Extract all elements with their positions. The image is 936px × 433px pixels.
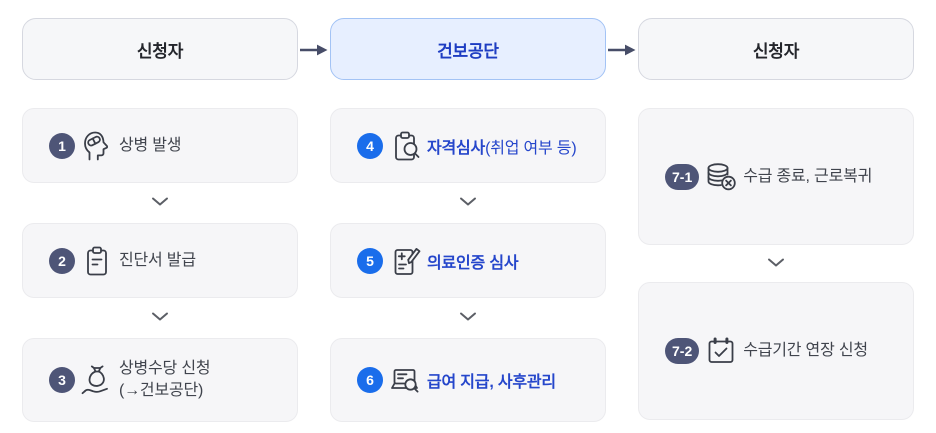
step-badge: 2 [49,247,75,274]
step-badge: 7-2 [665,338,700,364]
step-badge: 6 [357,367,383,393]
step-card-4: 4 자격심사(취업 여부 등) [330,108,606,183]
step-label: 진단서 발급 [119,251,196,269]
benefit-apply-icon [75,362,119,398]
head-pill-icon [75,129,119,163]
step-card-3: 3 상병수당 신청 (→건보공단) [22,338,298,422]
step-card-7-1: 7-1 수급 종료, 근로복귀 [638,108,914,245]
header-box-applicant: 신청자 [22,18,298,80]
step-badge: 7-1 [665,163,700,190]
header-box-applicant: 신청자 [638,18,914,80]
header-label: 신청자 [136,41,184,61]
step-card-6: 6 급여 지급, 사후관리 [330,338,606,422]
step-card-7-2: 7-2 수급기간 연장 신청 [638,282,914,420]
spacer [22,80,298,108]
step-label-line2: (→건보공단) [119,382,204,399]
calendar-check-icon [699,334,743,368]
medical-cert-icon [383,244,427,278]
flow-column-applicant-2: 신청자 7-1 수급 종료, 근로복귀 7-2 [638,18,914,420]
step-card-5: 5 의료인증 심사 [330,223,606,298]
chevron-down-icon [151,194,169,212]
flow-column-nhis: 건보공단 4 자격심사(취업 여부 등) 5 [330,18,606,422]
step-label: 의료인증 심사 [427,254,519,272]
flow-arrow-icon [299,43,328,62]
coins-end-icon [699,160,743,194]
chevron-down-icon [459,194,477,212]
chevron-down-icon [459,309,477,327]
chevron-down-icon [767,255,785,273]
step-badge: 3 [49,367,75,393]
step-badge: 5 [357,247,383,274]
spacer [330,80,606,108]
step-label-note: (취업 여부 등) [485,139,577,157]
step-label-bold: 자격심사 [427,139,486,157]
chevron-down-icon [151,309,169,327]
header-label: 건보공단 [437,41,499,61]
header-label: 신청자 [752,41,800,61]
payment-review-icon [383,363,427,397]
step-label: 수급기간 연장 신청 [743,342,868,360]
step-card-1: 1 상병 발생 [22,108,298,183]
step-label: 급여 지급, 사후관리 [427,374,556,391]
step-label: 수급 종료, 근로복귀 [743,167,873,185]
clipboard-search-icon [383,129,427,163]
flow-column-applicant-1: 신청자 1 상병 발생 2 [22,18,298,422]
header-box-nhis: 건보공단 [330,18,606,80]
step-label-line1: 상병수당 신청 [119,360,211,378]
step-label: 상병수당 신청 (→건보공단) [119,358,211,401]
clipboard-icon [75,244,119,278]
step-badge: 1 [49,132,75,159]
step-badge: 4 [357,132,383,159]
step-label: 자격심사(취업 여부 등) [427,134,577,158]
step-card-2: 2 진단서 발급 [22,223,298,298]
flow-arrow-icon [607,43,636,62]
step-label: 상병 발생 [119,136,182,154]
spacer [638,80,914,108]
